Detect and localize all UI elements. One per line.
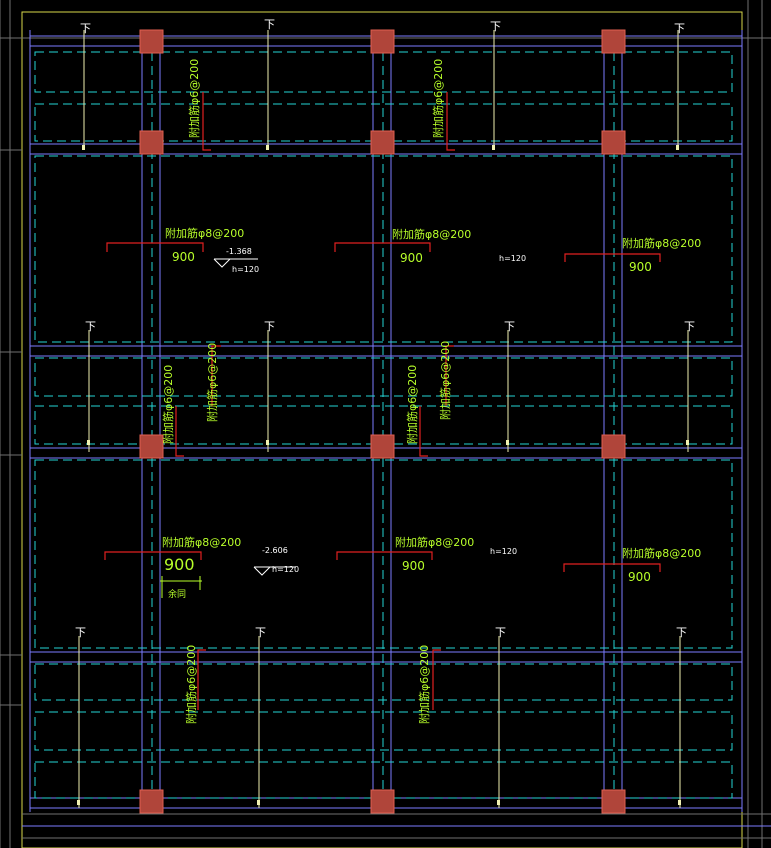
- column: [139, 789, 164, 814]
- columns: [139, 29, 626, 814]
- column: [370, 434, 395, 459]
- rebar-label: 附加筋φ6@200: [405, 365, 419, 444]
- arrow-mark: 下: [676, 626, 687, 639]
- rebar-label: 附加筋φ8@200: [395, 535, 474, 549]
- column: [139, 434, 164, 459]
- rebar-label: 附加筋φ6@200: [161, 365, 175, 444]
- rebar-label: 附加筋φ6@200: [438, 341, 452, 420]
- dimension-text: 900: [172, 250, 195, 264]
- additional-rebar-leaders: [104, 92, 661, 710]
- column: [601, 434, 626, 459]
- arrow-mark-glyphs: 下 下 下 下 下 下 下 下 下 下 下 下: [75, 18, 695, 639]
- rebar-label: 附加筋φ6@200: [184, 645, 198, 724]
- rebar-label: 附加筋φ8@200: [162, 535, 241, 549]
- arrow-mark: 下: [674, 22, 685, 35]
- column: [601, 29, 626, 54]
- arrow-mark: 下: [490, 20, 501, 33]
- column: [139, 29, 164, 54]
- dimension-labels: 900 900 900 900 900 900: [164, 250, 652, 584]
- rebar-label: 附加筋φ8@200: [392, 227, 471, 241]
- arrow-mark: 下: [495, 626, 506, 639]
- rebar-labels: 附加筋φ6@200 附加筋φ6@200 附加筋φ8@200 附加筋φ8@200 …: [161, 59, 701, 724]
- arrow-mark: 下: [684, 320, 695, 333]
- elevation-value: -1.368: [226, 247, 252, 256]
- rebar-label: 附加筋φ8@200: [622, 236, 701, 250]
- thickness-label: h=120: [232, 265, 259, 274]
- dimension-line: [160, 576, 202, 598]
- thickness-label: h=120: [490, 547, 517, 556]
- arrow-mark: 下: [504, 320, 515, 333]
- column: [370, 130, 395, 155]
- rebar-label: 附加筋φ6@200: [205, 343, 219, 422]
- arrow-mark: 下: [75, 626, 86, 639]
- column: [601, 789, 626, 814]
- elevation-texts: -1.368 -2.606 h=120 h=120 h=120 h=120: [226, 247, 526, 574]
- rebar-label: 附加筋φ6@200: [417, 645, 431, 724]
- column: [601, 130, 626, 155]
- rebar-label: 附加筋φ6@200: [187, 59, 201, 138]
- arrow-mark: 下: [264, 18, 275, 31]
- rebar-end-ticks: [77, 145, 689, 805]
- thickness-label: h=120: [272, 565, 299, 574]
- arrow-mark: 下: [85, 320, 96, 333]
- dimension-text: 900: [164, 555, 195, 574]
- elevation-markers: [213, 258, 296, 576]
- thickness-label: h=120: [499, 254, 526, 263]
- note-text: 余同: [168, 588, 186, 600]
- slab-outlines: [34, 51, 733, 799]
- column: [370, 789, 395, 814]
- vertical-rebars: [78, 30, 689, 808]
- arrow-mark: 下: [80, 22, 91, 35]
- dimension-text: 900: [629, 260, 652, 274]
- column: [370, 29, 395, 54]
- dimension-text: 900: [402, 559, 425, 573]
- dimension-text: 900: [628, 570, 651, 584]
- elevation-value: -2.606: [262, 546, 288, 555]
- rebar-label: 附加筋φ8@200: [165, 226, 244, 240]
- column: [139, 130, 164, 155]
- arrow-mark: 下: [255, 626, 266, 639]
- rebar-label: 附加筋φ6@200: [431, 59, 445, 138]
- arrow-mark: 下: [264, 320, 275, 333]
- dimension-text: 900: [400, 251, 423, 265]
- rebar-label: 附加筋φ8@200: [622, 546, 701, 560]
